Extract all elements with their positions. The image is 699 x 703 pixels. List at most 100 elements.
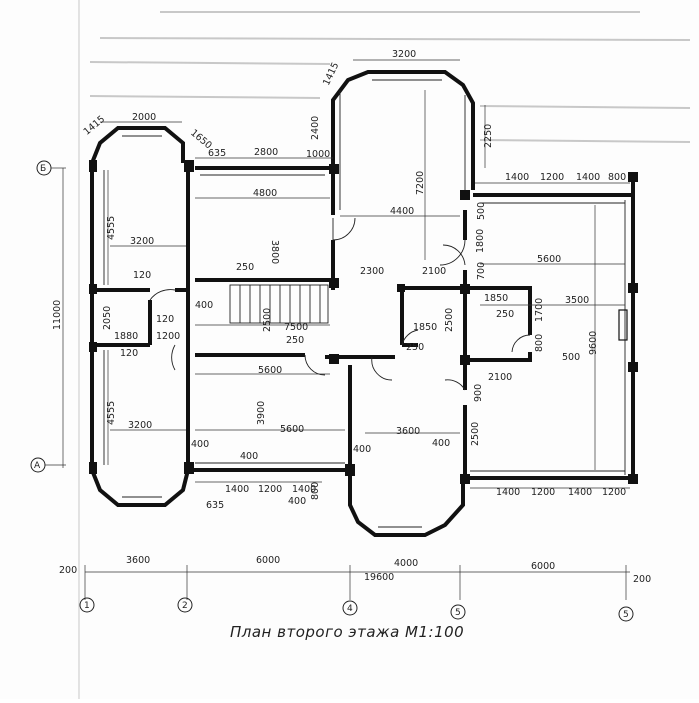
dim: 1400 — [225, 484, 249, 495]
axis-label-a: А — [34, 461, 41, 471]
dim: 3600 — [126, 555, 150, 566]
dim: 400 — [432, 438, 450, 449]
dim: 1200 — [602, 487, 626, 498]
axis-label-b: Б — [40, 164, 46, 174]
dim: 2000 — [132, 112, 156, 123]
scan-noise — [89, 11, 691, 143]
dim: 2500 — [470, 422, 481, 446]
dim: 250 — [286, 335, 304, 346]
dim: 3500 — [565, 295, 589, 306]
dim: 2300 — [360, 266, 384, 277]
dim: 400 — [195, 300, 213, 311]
dim: 120 — [120, 348, 138, 359]
dim: 200 — [59, 565, 77, 576]
dim: 1850 — [484, 293, 508, 304]
dim: 1400 — [292, 484, 316, 495]
columns — [89, 160, 638, 484]
dim: 1400 — [576, 172, 600, 183]
axis-label-1: 1 — [84, 601, 90, 611]
dim: 500 — [562, 352, 580, 363]
dim: 1200 — [156, 331, 180, 342]
dim: 3200 — [130, 236, 154, 247]
axis-bubbles: Б А 1 2 4 5 5 — [30, 160, 634, 622]
dim: 2500 — [444, 308, 455, 332]
dim: 5600 — [280, 424, 304, 435]
dim: 900 — [473, 384, 484, 402]
dim: 400 — [240, 451, 258, 462]
doors — [149, 217, 531, 391]
dim: 3200 — [128, 420, 152, 431]
dim: 1800 — [475, 229, 486, 253]
dim: 4400 — [390, 206, 414, 217]
dim: 400 — [191, 439, 209, 450]
dim: 4000 — [394, 558, 418, 569]
dim: 6000 — [256, 555, 280, 566]
dim: 2250 — [483, 124, 494, 148]
dim: 1400 — [496, 487, 520, 498]
dim: 800 — [608, 172, 626, 183]
dim: 1700 — [534, 298, 545, 322]
dim: 700 — [476, 262, 487, 280]
dim: 2500 — [262, 308, 273, 332]
staircase — [229, 284, 329, 324]
axis-label-5b: 5 — [623, 610, 629, 620]
dim: 3800 — [269, 240, 280, 264]
dim: 1880 — [114, 331, 138, 342]
axis-bubble-1 — [79, 597, 95, 613]
axis-bubble-4 — [342, 600, 358, 616]
axis-bubble-5b — [618, 606, 634, 622]
dim: 1200 — [258, 484, 282, 495]
window-lines — [103, 79, 626, 528]
axis-bubble-5a — [450, 604, 466, 620]
dim: 1200 — [540, 172, 564, 183]
dim: 19600 — [364, 572, 394, 583]
dim: 9600 — [588, 331, 599, 355]
dim: 1400 — [568, 487, 592, 498]
dim: 1000 — [306, 149, 330, 160]
dim: 2100 — [422, 266, 446, 277]
dim: 200 — [633, 574, 651, 585]
dim: 2400 — [310, 116, 321, 140]
dim: 7500 — [284, 322, 308, 333]
dim: 635 — [208, 148, 226, 159]
dim: 11000 — [52, 300, 63, 330]
dim: 250 — [496, 309, 514, 320]
dim: 1415 — [82, 114, 108, 138]
dimension-lines — [62, 59, 630, 600]
dim: 1850 — [413, 322, 437, 333]
axis-label-2: 2 — [182, 601, 188, 611]
dim: 800 — [310, 482, 321, 500]
dim: 5600 — [258, 365, 282, 376]
dim: 7200 — [415, 171, 426, 195]
dim: 3200 — [392, 49, 416, 60]
dim: 1400 — [505, 172, 529, 183]
dim: 400 — [288, 496, 306, 507]
dim: 3900 — [256, 401, 267, 425]
dim: 635 — [206, 500, 224, 511]
window-right — [618, 309, 628, 341]
axis-bubble-2 — [177, 597, 193, 613]
dim: 4555 — [106, 216, 117, 240]
dim: 5600 — [537, 254, 561, 265]
dim: 250 — [236, 262, 254, 273]
dim: 2800 — [254, 147, 278, 158]
dim: 3600 — [396, 426, 420, 437]
dim: 1200 — [531, 487, 555, 498]
dim: 2100 — [488, 372, 512, 383]
dim: 120 — [133, 270, 151, 281]
dimension-texts: 3200 1415 2400 1000 2250 1415 2000 1650 … — [52, 49, 651, 585]
axis-label-5a: 5 — [455, 608, 461, 618]
dim: 4555 — [106, 401, 117, 425]
dim: 500 — [476, 202, 487, 220]
dim: 2050 — [102, 306, 113, 330]
dim: 6000 — [531, 561, 555, 572]
dim: 400 — [353, 444, 371, 455]
dim: 800 — [534, 334, 545, 352]
dim: 120 — [156, 314, 174, 325]
dim: 4800 — [253, 188, 277, 199]
dim: 250 — [406, 342, 424, 353]
drawing-caption: План второго этажа М1:100 — [230, 623, 464, 641]
axis-label-4: 4 — [347, 604, 353, 614]
